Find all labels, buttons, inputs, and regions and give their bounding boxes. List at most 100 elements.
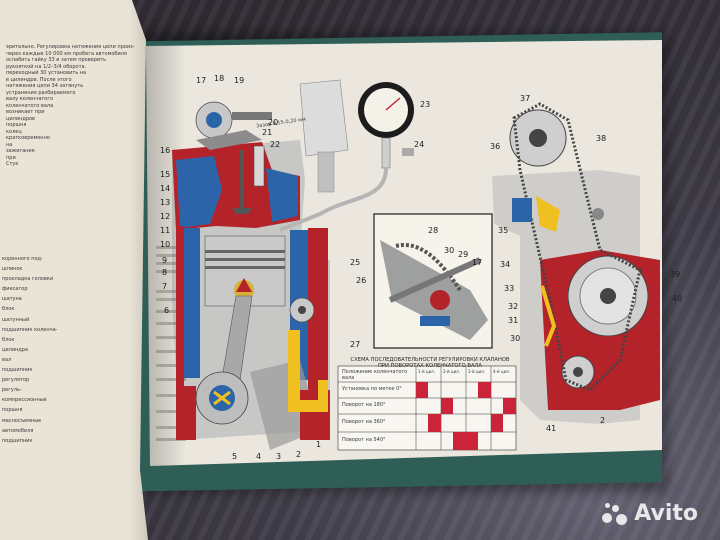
left-page-line: эрительно. Регулировка натяжения цепи пр… (6, 44, 135, 50)
left-margin-term: подшипник (2, 367, 33, 374)
left-margin-term: блок (2, 306, 15, 313)
left-margin-term: автомобиля (2, 427, 34, 434)
callout-24: 24 (414, 140, 425, 149)
left-margin-term: компрессионные (2, 397, 47, 404)
left-margin-term: маслосъемные (2, 417, 42, 424)
callout-5: 5 (232, 452, 238, 461)
callout-18: 18 (214, 74, 225, 83)
callout-30: 30 (510, 334, 521, 343)
callout-34: 34 (500, 260, 511, 269)
left-page-line: валу коленчатого (6, 96, 54, 102)
timing-gear-front-view (492, 102, 660, 424)
table-col-3: 3-й цил. (468, 369, 486, 374)
table-row-180: Поворот на 180° (342, 402, 386, 408)
left-margin-term: поршня (2, 407, 23, 414)
timing-chain-inset (373, 213, 493, 349)
left-page-line: в цилиндре. После этого (6, 76, 72, 83)
callout-37: 37 (520, 94, 531, 103)
callout-41: 41 (546, 424, 557, 433)
callout-29: 29 (458, 250, 469, 259)
callout-20: 20 (268, 118, 279, 127)
callout-9: 9 (162, 256, 168, 265)
callout-33: 33 (504, 284, 515, 293)
callout-21: 21 (262, 128, 273, 137)
left-page-line: Стук (6, 161, 19, 167)
callout-2: 2 (296, 450, 302, 459)
callout-39: 39 (670, 270, 681, 279)
left-page-line: при (6, 154, 16, 161)
table-col-4: 4-й цил. (493, 369, 511, 374)
callout-40: 40 (672, 294, 683, 303)
left-margin-term: фиксатор (2, 286, 28, 293)
table-row-0: Установка по метке 0° (342, 386, 402, 392)
left-page-line: возникает при (6, 109, 45, 115)
left-margin-term: шпинок (2, 266, 23, 273)
callout-15: 15 (160, 170, 171, 179)
callout-23: 23 (420, 100, 431, 109)
callout-30-inset: 30 (444, 246, 455, 255)
callout-31: 31 (508, 316, 519, 325)
middle-text-column (156, 246, 192, 441)
callout-11: 11 (160, 226, 171, 235)
left-margin-term: вал (2, 356, 12, 363)
table-title: СХЕМА ПОСЛЕДОВАТЕЛЬНОСТИ РЕГУЛИРОВКИ КЛА… (340, 357, 520, 369)
callout-27: 27 (350, 340, 361, 349)
table-header-cell: Положение коленчатого вала (342, 369, 408, 381)
left-margin-term: регулятор (2, 377, 30, 384)
table-title-line-2: ПРИ ПОВОРОТАХ КОЛЕНЧАТОГО ВАЛА (378, 363, 482, 369)
left-margin-terms: коренного под-шпинок прокладка головки фик… (2, 256, 62, 448)
callout-7: 7 (162, 282, 168, 291)
table-col-1: 1-й цил. (418, 369, 436, 374)
avito-brand-text: Avito (634, 501, 698, 526)
table-col-2: 2-й цил. (443, 369, 461, 374)
left-page-line: натяжения цепи 34 затянуть (6, 83, 84, 89)
left-page-line: через каждые 10 000 км пробега автомобил… (6, 50, 127, 57)
left-margin-term: шатуна (2, 296, 22, 303)
left-page-line: коленчатого вала (6, 102, 54, 109)
callout-17: 17 (196, 76, 207, 85)
callout-8: 8 (162, 268, 168, 277)
callout-22: 22 (270, 140, 281, 149)
left-margin-term: подшипник (2, 437, 33, 444)
table-row-540: Поворот на 540° (342, 437, 386, 443)
callout-2-right: 2 (600, 416, 606, 425)
callout-12: 12 (160, 212, 171, 221)
left-page-line: на (6, 141, 13, 148)
callout-17b: 17 (472, 258, 483, 267)
left-page-line: рукояткой на 1/2–3/4 оборота. (6, 63, 87, 70)
avito-logo-icon (602, 502, 628, 525)
callout-10: 10 (160, 240, 171, 249)
left-page-line: цилиндров (6, 115, 36, 122)
left-margin-term: блок (2, 336, 15, 343)
left-margin-term: прокладка головки (2, 276, 54, 283)
callout-28: 28 (428, 226, 439, 235)
left-page-line: поршня (6, 122, 27, 128)
left-page-line: зажигания (6, 148, 35, 154)
avito-watermark: Avito (602, 501, 698, 526)
table-title-line-1: СХЕМА ПОСЛЕДОВАТЕЛЬНОСТИ РЕГУЛИРОВКИ КЛА… (350, 357, 510, 363)
callout-13: 13 (160, 198, 171, 207)
callout-6: 6 (164, 306, 170, 315)
left-margin-term: регуль- (2, 387, 22, 394)
left-page-line: колец (6, 128, 22, 135)
left-margin-term: подшипник коленча- (2, 326, 58, 333)
valve-adjustment-table (337, 365, 517, 451)
callout-3: 3 (276, 452, 282, 461)
callout-16: 16 (160, 146, 171, 155)
left-margin-term: шатунный (2, 316, 30, 323)
left-page-line: устранения разбираемого (6, 89, 76, 96)
callout-19: 19 (234, 76, 245, 85)
left-margin-term: коренного под- (2, 256, 43, 262)
callout-35: 35 (498, 226, 509, 235)
callout-26: 26 (356, 276, 367, 285)
left-page-line: переходный 30 установить на (6, 70, 87, 76)
left-page-line: ослабить гайку 33 и затем проверить (6, 57, 107, 63)
distributor-and-gauge (279, 79, 414, 232)
callout-25: 25 (350, 258, 361, 267)
callout-32: 32 (508, 302, 519, 311)
left-page-text-block: эрительно. Регулировка натяжения цепи пр… (6, 44, 135, 168)
callout-38: 38 (596, 134, 607, 143)
left-page-line: кратковременно (6, 135, 50, 141)
